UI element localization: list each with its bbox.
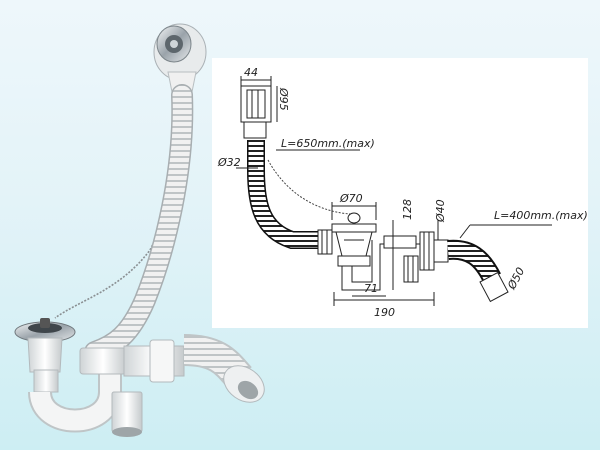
chain <box>54 91 184 319</box>
drawing-panel <box>212 58 588 328</box>
technical-drawing <box>236 76 552 306</box>
dim-trap-height: 128 <box>401 199 414 220</box>
dim-flange-height: 44 <box>244 66 258 79</box>
dim-outlet-hose-length: L=400mm.(max) <box>494 209 588 222</box>
dim-overflow-length: L=650mm.(max) <box>281 137 375 150</box>
drawing-overflow-head <box>240 85 272 139</box>
overflow-head <box>153 23 207 93</box>
dim-hose-dia: Ø32 <box>217 156 241 169</box>
trap-body <box>27 337 143 437</box>
outlet-pipe <box>123 334 265 403</box>
dim-trap-offset: 71 <box>364 282 378 295</box>
waste-plug <box>14 318 76 343</box>
dim-outlet-dia: Ø40 <box>434 199 447 223</box>
dim-total-length: 190 <box>374 306 395 319</box>
product-photo <box>14 23 265 437</box>
drawing-waste-body <box>331 212 420 291</box>
dim-waste-dia: Ø70 <box>339 192 363 205</box>
dim-flange-dia: Ø95 <box>277 87 290 111</box>
